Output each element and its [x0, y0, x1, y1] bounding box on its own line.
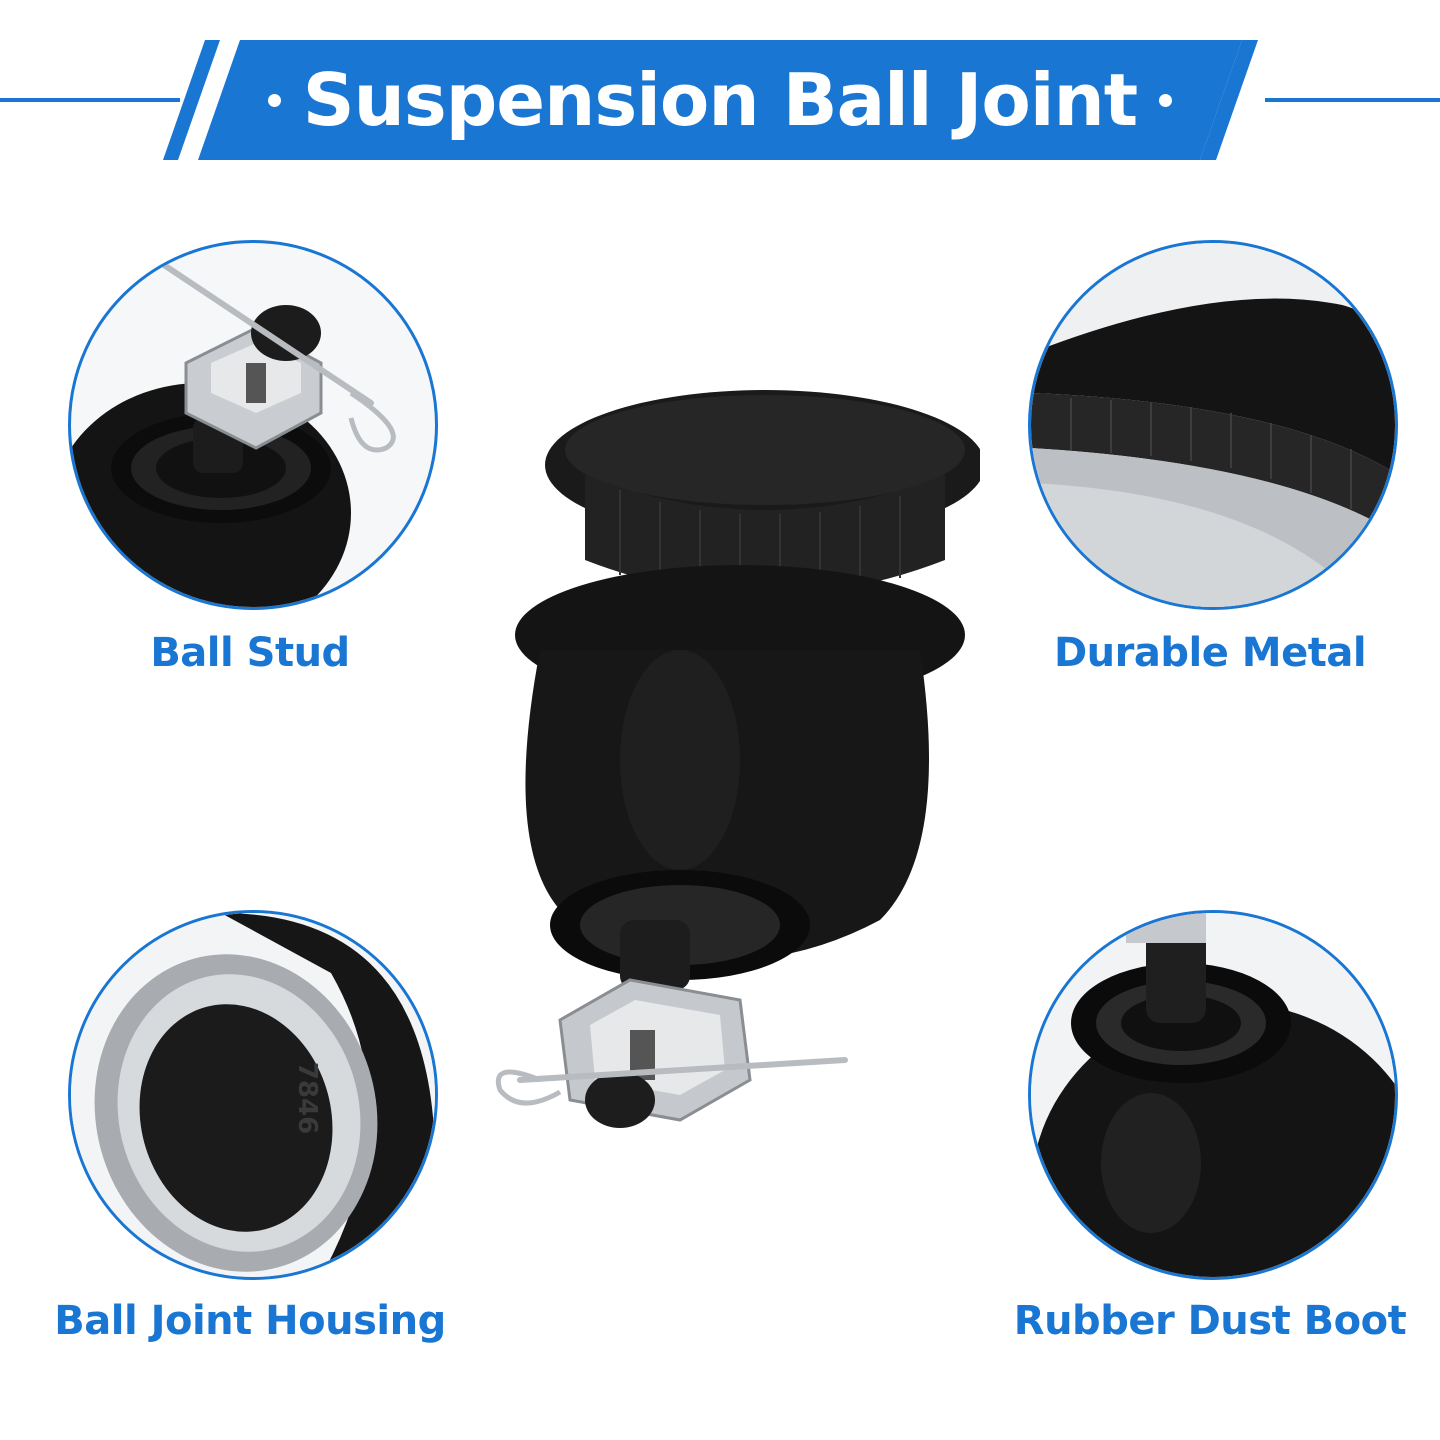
housing-label: Ball Joint Housing — [54, 1298, 446, 1344]
ball-stud-image — [71, 260, 396, 607]
ball-stud-label: Ball Stud — [150, 630, 350, 676]
dust-boot-closeup — [1028, 910, 1398, 1280]
dust-boot-label: Rubber Dust Boot — [1013, 1298, 1407, 1344]
ball-stud-closeup — [68, 240, 438, 610]
housing-image — [71, 913, 435, 1277]
dust-boot-image — [1031, 913, 1395, 1277]
title-right-dot — [1159, 93, 1173, 107]
housing-marking: 7846 — [292, 1061, 323, 1135]
housing-closeup: 7846 — [68, 910, 438, 1280]
durable-metal-closeup — [1028, 240, 1398, 610]
title-left-dot — [267, 93, 281, 107]
title-row: Suspension Ball Joint — [200, 40, 1240, 160]
page-title: Suspension Ball Joint — [302, 58, 1138, 142]
durable-metal-label: Durable Metal — [1053, 630, 1367, 676]
title-banner — [0, 40, 1440, 160]
ball-joint-product-image — [496, 390, 980, 1128]
durable-metal-image — [1031, 243, 1395, 607]
